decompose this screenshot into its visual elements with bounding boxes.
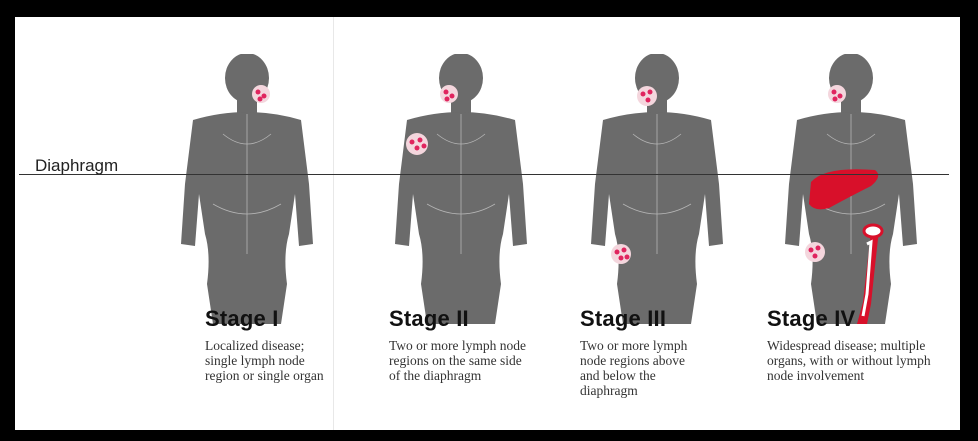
stage-1-caption: Stage I Localized disease; single lymph … [205, 306, 390, 383]
body-figure-stage-2 [377, 54, 547, 324]
lymph-node-cluster [406, 133, 428, 155]
diagram-canvas: Diaphragm Stage I Localized disease; sin… [15, 17, 960, 430]
lymph-node-cluster [637, 86, 657, 106]
stage-4-caption: Stage IV Widespread disease; multiple or… [767, 306, 952, 383]
stage-description: Two or more lymph node regions on the sa… [389, 338, 531, 383]
stage-description: Two or more lymph node regions above and… [580, 338, 705, 398]
stage-2-caption: Stage II Two or more lymph node regions … [389, 306, 574, 383]
stage-title: Stage II [389, 306, 574, 332]
stage-title: Stage IV [767, 306, 952, 332]
body-silhouette [767, 54, 937, 324]
body-figure-stage-1 [163, 54, 333, 324]
lymph-node-cluster [828, 85, 846, 103]
stage-title: Stage III [580, 306, 765, 332]
body-silhouette [377, 54, 547, 324]
stage-description: Widespread disease; multiple organs, wit… [767, 338, 942, 383]
lymph-node-cluster [611, 244, 631, 264]
body-silhouette [573, 54, 743, 324]
body-silhouette [163, 54, 333, 324]
stage-description: Localized disease; single lymph node reg… [205, 338, 325, 383]
body-figure-stage-4 [767, 54, 937, 324]
lymph-node-cluster [440, 85, 458, 103]
lymph-node-cluster [805, 242, 825, 262]
stage-3-caption: Stage III Two or more lymph node regions… [580, 306, 765, 398]
diaphragm-label: Diaphragm [35, 156, 118, 176]
body-figure-stage-3 [573, 54, 743, 324]
stage-title: Stage I [205, 306, 390, 332]
diaphragm-line [19, 174, 949, 175]
lymph-node-cluster [252, 85, 270, 103]
